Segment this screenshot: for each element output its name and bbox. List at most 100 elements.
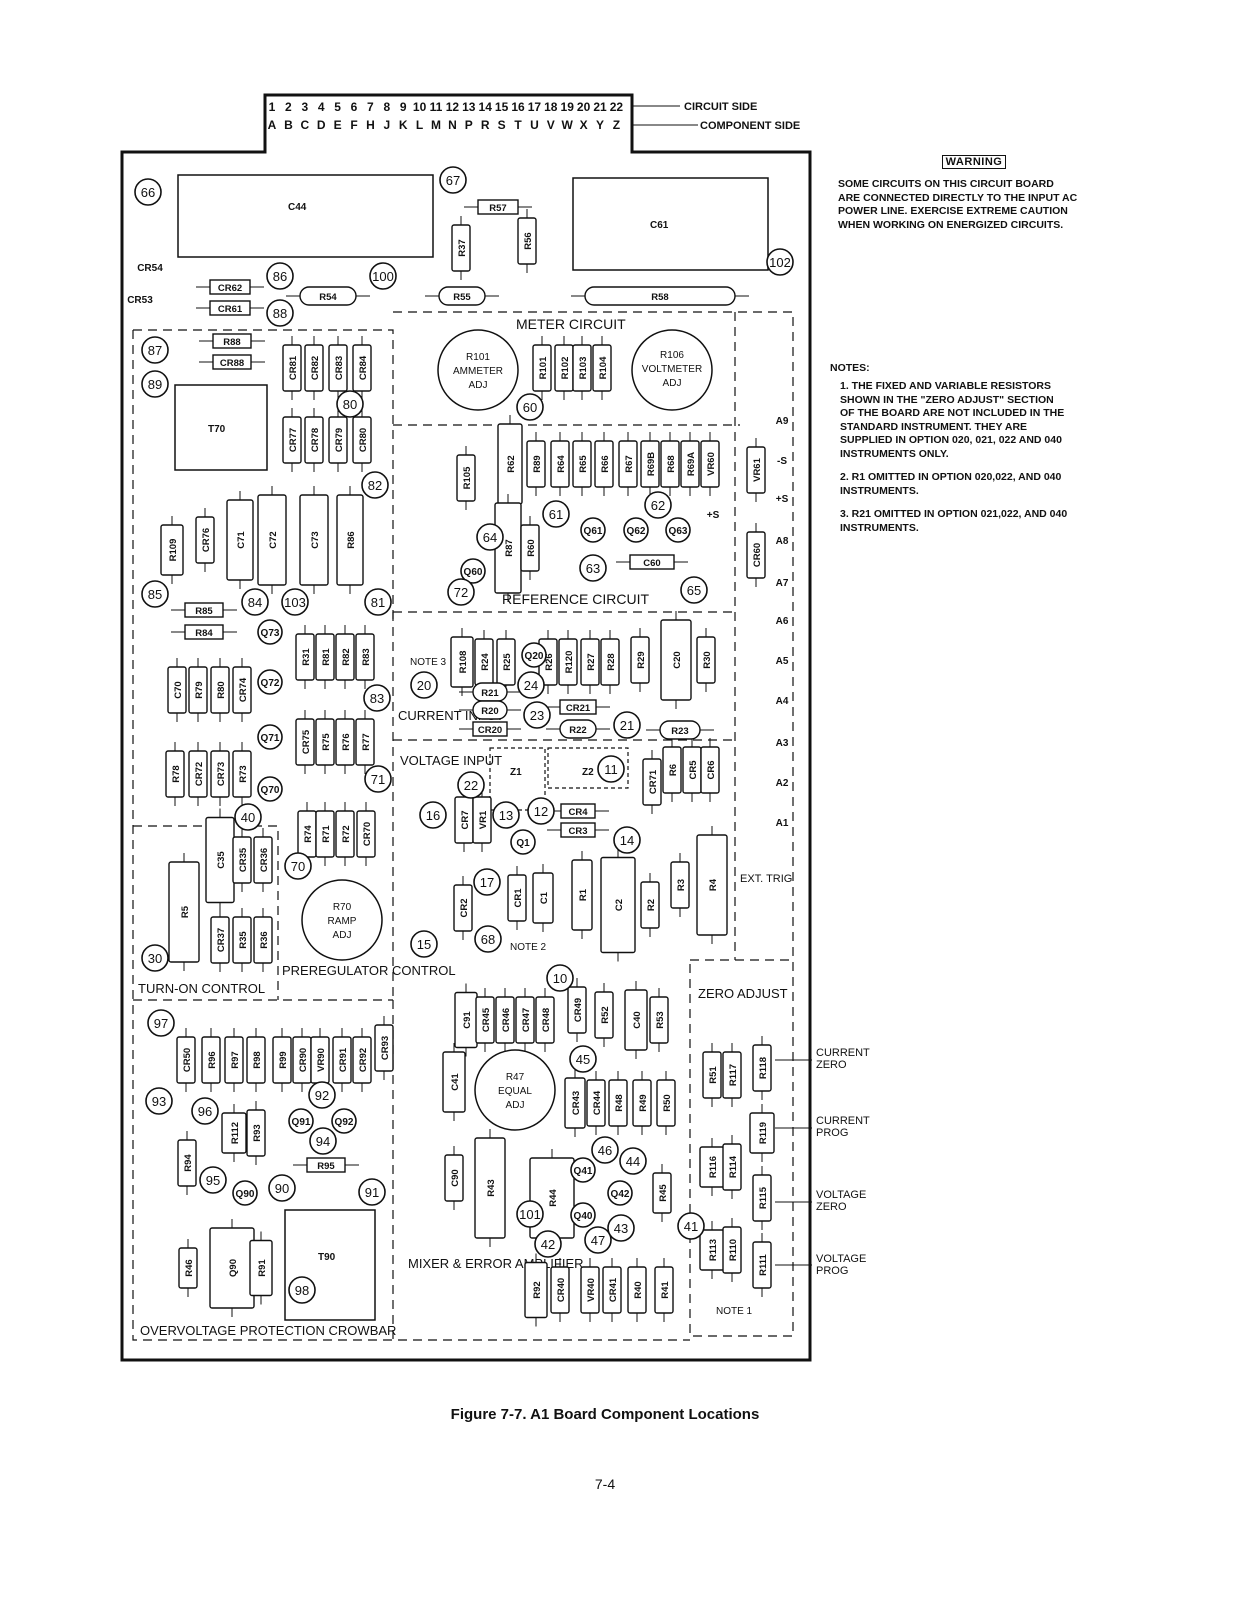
- component-cr72: CR72: [188, 742, 208, 806]
- svg-text:R119: R119: [758, 1122, 769, 1144]
- warning-text: SOME CIRCUITS ON THIS CIRCUIT BOARD ARE …: [838, 178, 1078, 231]
- component-r82: R82: [335, 625, 355, 689]
- svg-text:R56: R56: [523, 232, 534, 249]
- circuit-pin-8: 8: [383, 100, 390, 114]
- component-c41: C41: [442, 1043, 466, 1121]
- component-r23: R23: [646, 720, 714, 740]
- label-q70: Q70: [257, 776, 283, 802]
- svg-text:AMMETER: AMMETER: [453, 366, 503, 377]
- component-r108: R108: [450, 628, 474, 696]
- component-cr3: CR3: [547, 822, 609, 838]
- svg-text:R50: R50: [662, 1094, 673, 1111]
- component-r112: R112: [221, 1104, 247, 1162]
- svg-text:R86: R86: [346, 531, 357, 548]
- test-point-98: 98: [288, 1276, 316, 1304]
- svg-text:93: 93: [152, 1094, 166, 1109]
- component-pin-L: L: [416, 118, 423, 132]
- svg-text:R95: R95: [317, 1161, 335, 1172]
- svg-text:A1: A1: [776, 818, 789, 829]
- svg-text:R82: R82: [341, 648, 352, 665]
- svg-text:CR21: CR21: [566, 703, 591, 714]
- test-point-24: 24: [517, 671, 545, 699]
- svg-text:40: 40: [241, 810, 255, 825]
- component-r48: R48: [608, 1071, 628, 1135]
- circuit-pin-2: 2: [285, 100, 292, 114]
- component-pin-K: K: [399, 118, 408, 132]
- svg-text:Q92: Q92: [335, 1117, 354, 1128]
- svg-text:C2: C2: [614, 899, 625, 911]
- component-cr46: CR46: [495, 988, 515, 1052]
- component-cr50: CR50: [176, 1028, 196, 1092]
- component-r84: R84: [171, 624, 237, 640]
- label-a7: A7: [776, 578, 789, 589]
- svg-text:41: 41: [684, 1219, 698, 1234]
- t90-transformer: [284, 1209, 376, 1321]
- test-point-47: 47: [584, 1226, 612, 1254]
- component-r99: R99: [272, 1028, 292, 1092]
- test-point-20: 20: [410, 671, 438, 699]
- svg-text:CR71: CR71: [648, 769, 659, 794]
- circuit-pin-5: 5: [334, 100, 341, 114]
- component-r52: R52: [594, 983, 614, 1047]
- component-vr40: VR40: [580, 1258, 600, 1322]
- svg-text:15: 15: [417, 937, 431, 952]
- component-r71: R71: [315, 802, 335, 866]
- test-point-83: 83: [363, 684, 391, 712]
- svg-text:R40: R40: [633, 1281, 644, 1298]
- svg-text:C35: C35: [216, 851, 227, 869]
- svg-text:CR83: CR83: [334, 356, 345, 380]
- svg-text:R117: R117: [728, 1064, 739, 1086]
- t70-transformer: [174, 384, 268, 471]
- component-cr40: CR40: [550, 1258, 570, 1322]
- component-r54: R54: [286, 286, 370, 306]
- component-c71: C71: [226, 491, 254, 589]
- component-r66: R66: [594, 432, 614, 496]
- test-point-22: 22: [457, 771, 485, 799]
- svg-text:CR44: CR44: [592, 1090, 603, 1115]
- turn-on-control-title: TURN-ON CONTROL: [138, 981, 265, 996]
- svg-text:CR73: CR73: [216, 762, 227, 786]
- svg-text:R65: R65: [578, 455, 589, 473]
- component-cr82: CR82: [304, 336, 324, 400]
- test-point-95: 95: [199, 1166, 227, 1194]
- component-r109: R109: [160, 516, 184, 584]
- svg-text:R46: R46: [184, 1259, 195, 1276]
- component-r31: R31: [295, 625, 315, 689]
- svg-text:R31: R31: [301, 648, 312, 666]
- svg-text:-S: -S: [777, 456, 787, 467]
- component-q90: Q90: [209, 1219, 255, 1317]
- component-r95: R95: [293, 1157, 359, 1173]
- component-r46: R46: [178, 1239, 198, 1297]
- svg-text:60: 60: [523, 400, 537, 415]
- svg-text:CR76: CR76: [201, 528, 212, 552]
- test-point-97: 97: [147, 1009, 175, 1037]
- component-r49: R49: [632, 1071, 652, 1135]
- label--s: -S: [777, 456, 787, 467]
- svg-text:CR79: CR79: [334, 428, 345, 452]
- component-r88: R88: [199, 333, 265, 349]
- svg-text:R92: R92: [532, 1281, 543, 1298]
- label-q40: Q40: [570, 1202, 596, 1228]
- circuit-pin-14: 14: [479, 100, 493, 114]
- test-point-96: 96: [191, 1097, 219, 1125]
- svg-text:R105: R105: [462, 466, 473, 489]
- component-pin-F: F: [350, 118, 357, 132]
- label-a1: A1: [776, 818, 789, 829]
- test-point-21: 21: [613, 711, 641, 739]
- test-point-100: 100: [369, 262, 397, 290]
- svg-text:R4: R4: [708, 878, 719, 891]
- circuit-pin-19: 19: [561, 100, 575, 114]
- label-q72: Q72: [257, 669, 283, 695]
- component-r110: R110: [722, 1218, 742, 1282]
- svg-text:R68: R68: [666, 455, 677, 472]
- svg-text:R118: R118: [758, 1057, 769, 1079]
- section-outline-turnon: [133, 825, 279, 1000]
- svg-text:CR60: CR60: [752, 543, 763, 567]
- test-point-46: 46: [591, 1136, 619, 1164]
- svg-text:A6: A6: [776, 616, 789, 627]
- label--s: +S: [776, 494, 789, 505]
- component-r96: R96: [201, 1028, 221, 1092]
- svg-text:42: 42: [541, 1237, 555, 1252]
- component-r43: R43: [474, 1129, 506, 1247]
